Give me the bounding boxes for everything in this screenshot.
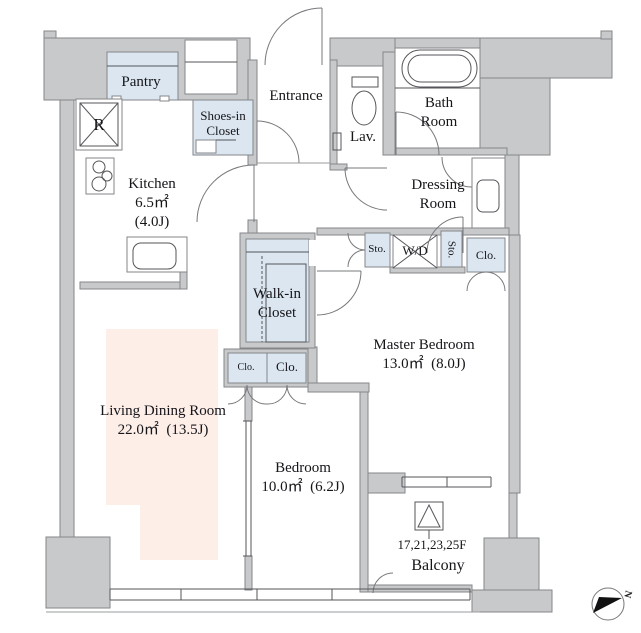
pantry-box [106,51,179,102]
shoes-closet-label-2: Closet [206,123,240,138]
closet-master-label: Clo. [475,248,497,262]
bathtub-icon [395,49,480,89]
closet-mid-label: Clo. [275,359,299,374]
closet-master-box [466,237,506,273]
storage-left-label: Sto. [368,243,386,255]
windows [46,162,492,613]
washer-dryer-label: W/D [402,243,428,258]
walk-in-closet-box [239,232,316,349]
pantry-label: Pantry [121,74,161,90]
storage-right-box [440,230,463,268]
living-dining-label: Living Dining Room [100,403,226,419]
bedroom-label: Bedroom [275,460,331,476]
storage-right-label: Sto. [445,240,458,259]
walk-in-closet-label-1: Walk-in [253,286,301,302]
kitchen-area-label: 6.5㎡ [135,195,169,211]
bath-room-label-2: Room [420,114,458,130]
balcony-floors-label: 17,21,23,25F [397,537,467,552]
stove-icon [85,157,115,195]
meter-box [184,39,238,95]
living-dining-highlight [106,329,218,560]
door-swings [196,7,506,594]
master-bedroom-area-label: 13.0㎡ (8.0J) [382,356,466,372]
living-dining-area-label: 22.0㎡ (13.5J) [117,422,209,438]
shoes-closet-label-1: Shoes-in [200,108,246,123]
kitchen-label: Kitchen [128,176,176,192]
lavatory-label: Lav. [349,129,377,145]
entrance-label: Entrance [269,88,323,104]
refrigerator-icon [75,98,123,151]
bath-room-label-1: Bath [424,95,454,111]
bedroom-area-label: 10.0㎡ (6.2J) [261,479,345,495]
closet-small-label: Clo. [237,362,255,373]
master-bedroom-label: Master Bedroom [373,337,475,353]
shoes-in-closet-box [192,99,254,156]
walls [43,30,613,613]
storage-left-box [364,232,391,268]
dressing-room-label-2: Room [419,196,457,212]
refrigerator-label: R [93,115,105,134]
escape-hatch-icon [414,501,444,539]
walk-in-closet-label-2: Closet [257,305,297,321]
north-arrow-icon [591,587,625,621]
kitchen-jo-label: (4.0J) [134,214,170,230]
closet-band [223,348,309,388]
washbasin-icon [471,157,506,229]
kitchen-sink-icon [126,236,188,273]
washer-dryer-box [392,234,438,269]
balcony-label: Balcony [411,557,465,574]
dressing-room-label-1: Dressing [411,177,465,193]
toilet-icon [332,76,379,151]
